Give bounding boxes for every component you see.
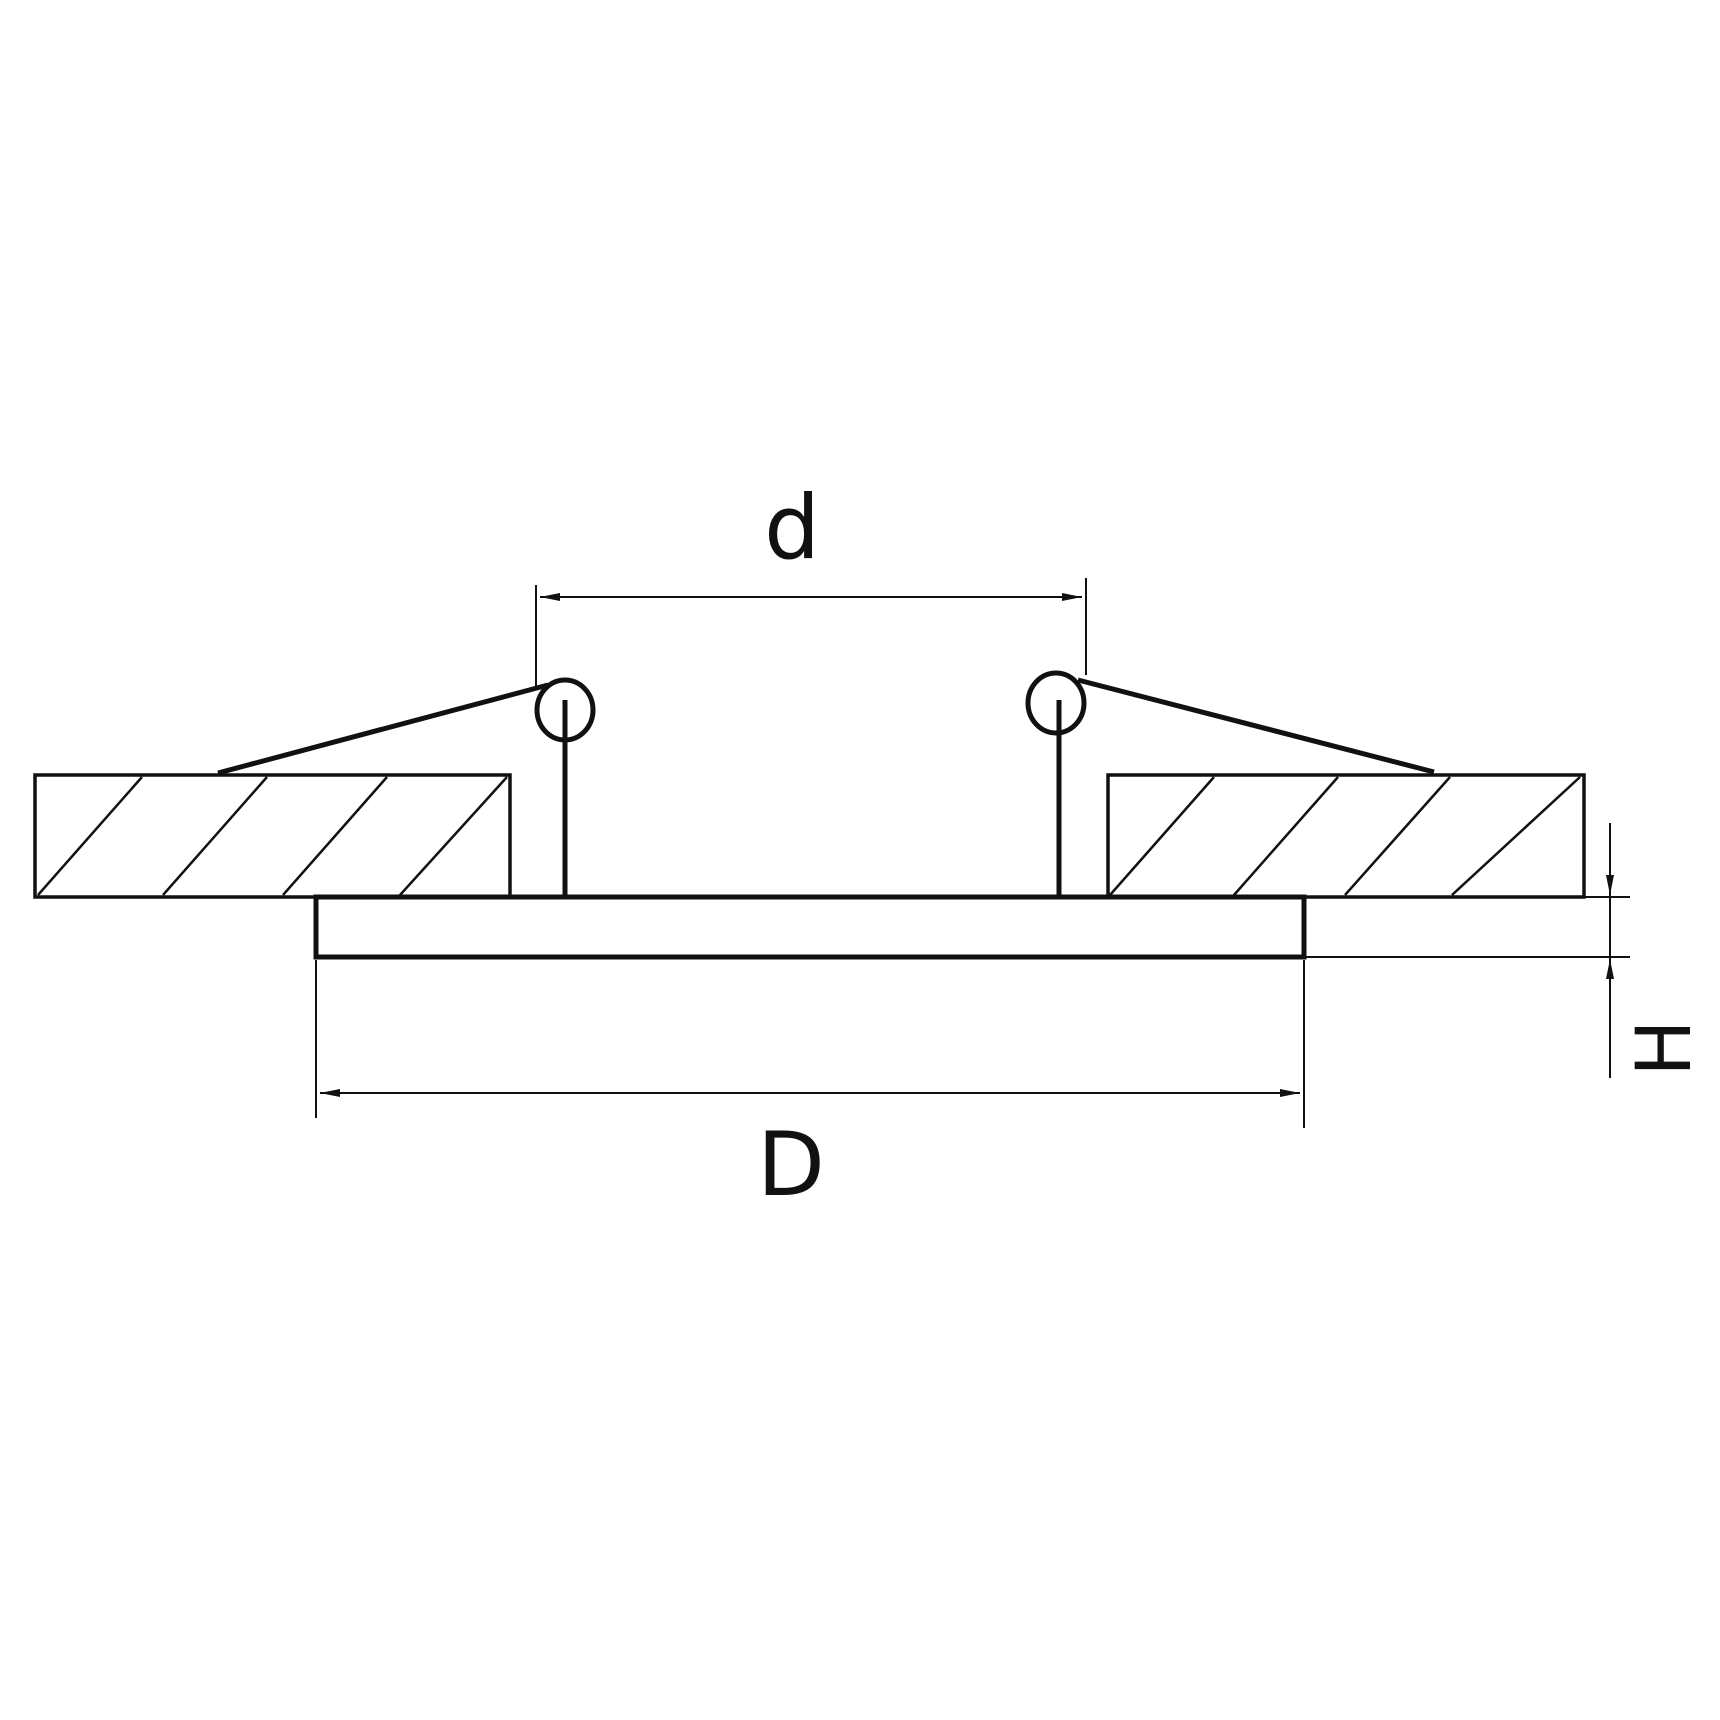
dimension-d: d — [535, 476, 1087, 690]
ceiling-slab-left — [33, 773, 512, 899]
dimension-H: H — [1304, 823, 1708, 1078]
spring-clip-right — [1025, 670, 1435, 897]
label-D: D — [757, 1113, 825, 1216]
ceiling-slab-right — [1106, 773, 1586, 899]
label-d: d — [764, 476, 820, 579]
lamp-bezel — [313, 894, 1307, 960]
dimension-D: D — [315, 960, 1305, 1216]
spring-clip-left — [217, 677, 596, 897]
label-H: H — [1619, 1019, 1708, 1076]
